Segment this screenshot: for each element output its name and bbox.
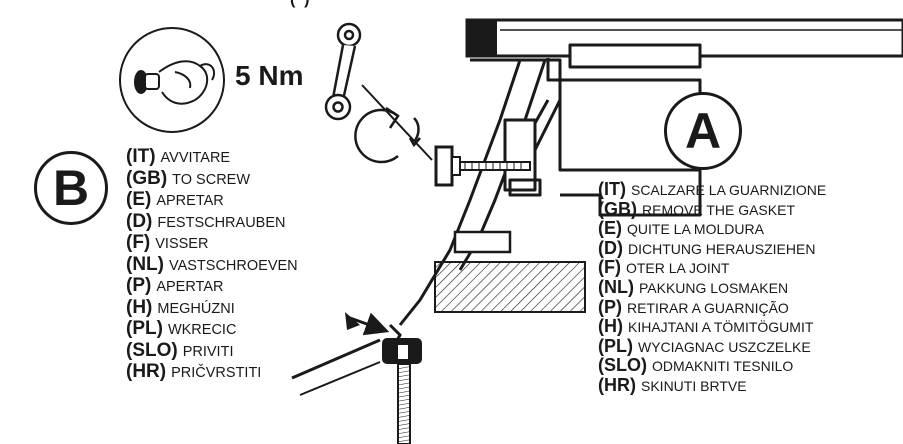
instruction-item: (D)FESTSCHRAUBEN <box>126 210 286 232</box>
torque-value: 5 Nm <box>235 60 304 91</box>
instruction-item: (HR)SKINUTI BRTVE <box>598 374 747 395</box>
instruction-item: (NL)PAKKUNG LOSMAKEN <box>598 276 789 297</box>
gasket <box>434 261 586 313</box>
instruction-item: (PL)WKRECIC <box>126 318 237 339</box>
step-b-instructions: (IT)AVVITARE (GB)TO SCREW (E)APRETAR (D)… <box>126 146 298 383</box>
instruction-item: (P)RETIRAR A GUARNIÇÃO <box>598 296 789 317</box>
rotation-arrow-icon <box>354 106 421 164</box>
instruction-item: (H)MEGHÚZNI <box>126 296 235 318</box>
step-a-instructions: (IT)SCALZARE LA GUARNIZIONE (GB)REMOVE T… <box>598 179 827 396</box>
instruction-item: (SLO)ODMAKNITI TESNILO <box>598 355 794 376</box>
instruction-item: (P)APERTAR <box>126 275 224 296</box>
wrench-icon <box>324 22 362 121</box>
clamp-plate <box>453 230 512 254</box>
step-b-label: B <box>34 151 108 225</box>
bolt <box>434 145 531 187</box>
instruction-item: (D)DICHTUNG HERAUSZIEHEN <box>598 237 816 258</box>
hand-tightening-icon <box>119 27 225 133</box>
svg-text:(¯): (¯) <box>290 0 310 8</box>
support-foot <box>398 43 702 326</box>
instruction-item: (F)OTER LA JOINT <box>598 257 730 278</box>
instruction-item: (IT)AVVITARE <box>126 146 231 167</box>
instruction-item: (GB)REMOVE THE GASKET <box>598 198 795 219</box>
instruction-item: (F)VISSER <box>126 232 209 253</box>
door-seal <box>291 312 422 444</box>
instruction-item: (NL)VASTSCHROEVEN <box>126 253 298 275</box>
instruction-item: (E)APRETAR <box>126 189 224 210</box>
instruction-item: (IT)SCALZARE LA GUARNIZIONE <box>598 179 827 199</box>
instruction-item: (PL)WYCIAGNAC USZCZELKE <box>598 335 811 356</box>
instruction-item: (H)KIHAJTANI A TÖMITÖGUMIT <box>598 316 814 337</box>
instruction-item: (E)QUITE LA MOLDURA <box>598 218 764 239</box>
instruction-item: (SLO)PRIVITI <box>126 339 234 361</box>
step-a-label: A <box>664 92 742 170</box>
instruction-item: (GB)TO SCREW <box>126 167 251 189</box>
pointer-line <box>361 84 433 161</box>
instruction-item: (HR)PRIČVRSTITI <box>126 361 262 382</box>
